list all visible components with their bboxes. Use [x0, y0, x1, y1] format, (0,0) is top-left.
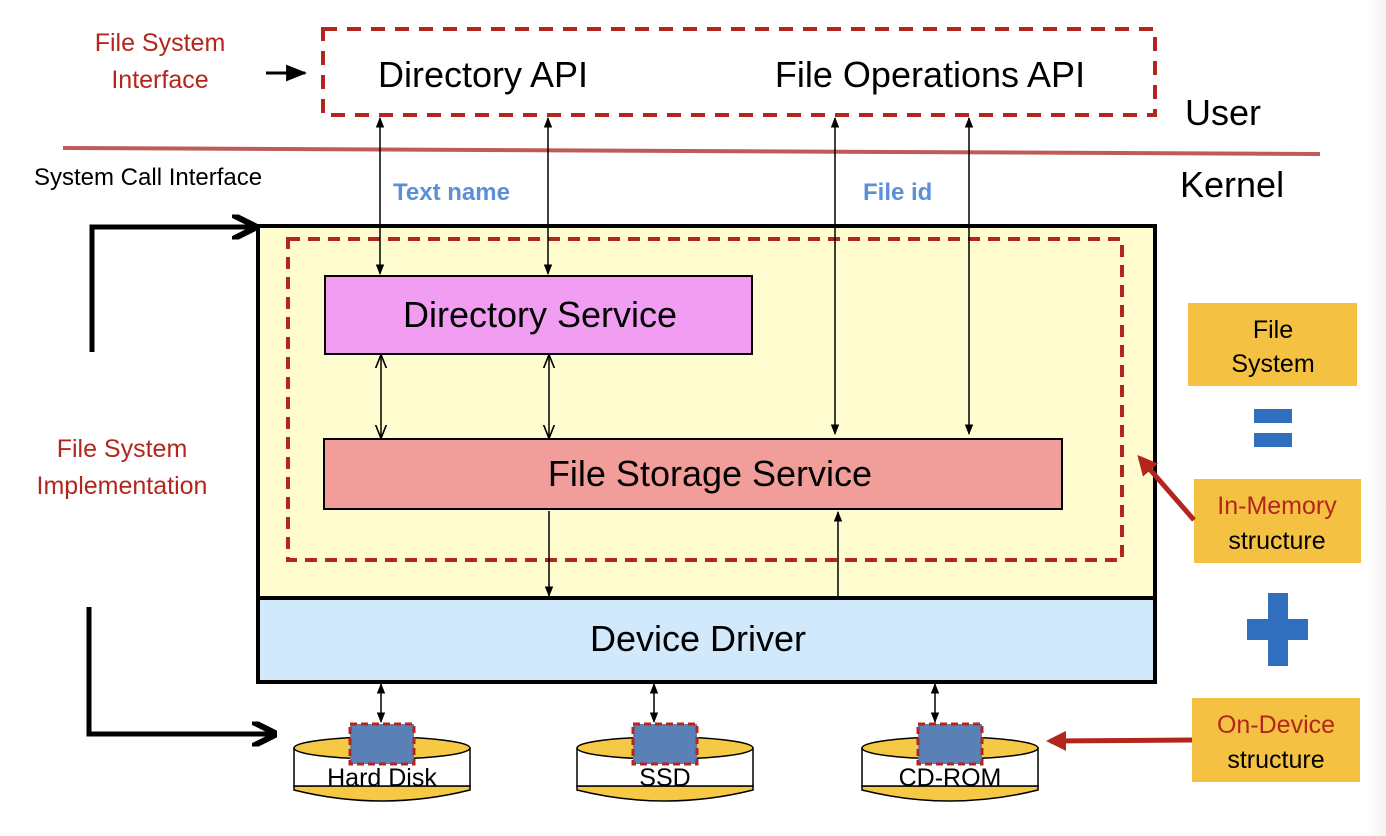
storage-devices: Hard Disk SSD CD-ROM	[293, 682, 1039, 802]
device-hard-disk: Hard Disk	[293, 682, 471, 802]
device-label: SSD	[639, 764, 690, 792]
user-layer-label: User	[1185, 92, 1261, 133]
device-cd-rom: CD-ROM	[861, 682, 1039, 802]
implementation-label-line1: File System	[57, 435, 188, 463]
device-driver-label: Device Driver	[590, 618, 806, 659]
on-device-structure-box	[1192, 698, 1360, 782]
user-kernel-boundary	[62, 146, 1321, 156]
device-label: CD-ROM	[899, 764, 1002, 792]
implementation-bracket-bottom-arrow	[86, 607, 272, 734]
kernel-layer-label: Kernel	[1180, 164, 1284, 205]
implementation-label-line2: Implementation	[37, 472, 208, 500]
implementation-bracket-top-arrow	[89, 227, 252, 352]
interface-label-line2: Interface	[111, 66, 208, 94]
directory-api-label: Directory API	[378, 54, 588, 95]
page-edge-shadow	[1366, 0, 1386, 836]
directory-service-box	[324, 275, 753, 355]
device-ssd: SSD	[576, 682, 754, 802]
in-memory-line1: In-Memory	[1217, 492, 1337, 520]
disk-bottom	[576, 785, 754, 802]
text-name-label: Text name	[393, 179, 510, 206]
in-memory-structure-box	[1194, 479, 1361, 563]
equals-icon	[1254, 409, 1292, 447]
file-system-line2: System	[1231, 350, 1314, 378]
on-device-chip	[348, 722, 416, 766]
device-label: Hard Disk	[327, 764, 437, 792]
on-device-chip	[916, 722, 984, 766]
file-storage-service-box	[323, 438, 1063, 510]
on-device-line1: On-Device	[1217, 711, 1335, 739]
directory-service-label: Directory Service	[403, 294, 677, 335]
on-device-chip	[631, 722, 699, 766]
system-call-interface-label: System Call Interface	[34, 164, 262, 191]
file-id-label: File id	[863, 179, 932, 206]
file-system-line1: File	[1253, 316, 1293, 344]
plus-icon	[1247, 593, 1308, 666]
on-device-pointer-arrow	[1046, 730, 1193, 751]
api-dashed-box	[321, 27, 1157, 117]
on-device-line2: structure	[1227, 746, 1324, 774]
disk-bottom	[861, 785, 1039, 802]
in-memory-line2: structure	[1228, 527, 1325, 555]
in-memory-dashed-box	[286, 237, 1124, 562]
in-memory-pointer-arrow	[1137, 454, 1196, 522]
disk-bottom	[293, 785, 471, 802]
device-driver-box	[256, 596, 1157, 684]
file-storage-service-label: File Storage Service	[548, 453, 872, 494]
interface-label-line1: File System	[95, 29, 226, 57]
file-system-box	[1188, 303, 1357, 386]
file-operations-api-label: File Operations API	[775, 54, 1085, 95]
